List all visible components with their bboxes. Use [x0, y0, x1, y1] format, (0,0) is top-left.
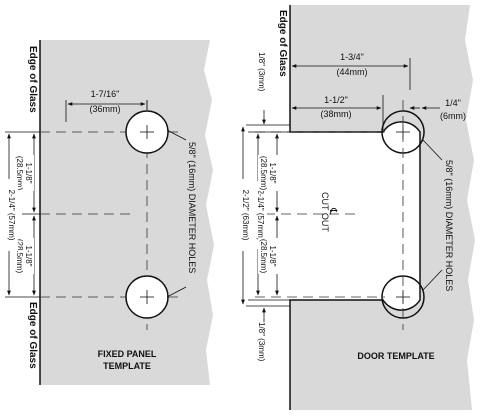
fixed-half-in: 1-1/8"	[24, 162, 33, 183]
fixed-title-line1: FIXED PANEL	[98, 349, 157, 359]
fixed-total: 2-1/4" (57mm)	[7, 190, 16, 241]
door-top-gap: 1/8" (3mm)	[257, 52, 266, 92]
fixed-panel-glass	[40, 40, 214, 385]
door-w2-mm: (38mm)	[321, 109, 352, 119]
door-cutout-outline	[289, 5, 421, 410]
door-mid: 2-1/4" (57mm)	[256, 190, 265, 241]
door-w1-in: 1-3/4"	[340, 52, 364, 62]
door-half-in: 1-1/8"	[268, 162, 277, 183]
door-w3-in: 1/4"	[445, 98, 461, 108]
door-holes-label: 5/8" (16mm) DIAMETER HOLES	[444, 160, 454, 291]
fixed-half2-mm: (28.5mm)	[15, 239, 24, 274]
door-w1-mm: (44mm)	[337, 67, 368, 77]
fixed-offset-mm: (36mm)	[90, 104, 121, 114]
door-bottom-gap: 1/8" (3mm)	[257, 322, 266, 362]
fixed-edge-bottom-label: Edge of Glass	[27, 302, 38, 369]
fixed-offset-in: 1-7/16"	[91, 89, 120, 99]
fixed-edge-top-label: Edge of Glass	[27, 46, 38, 113]
door-w2-in: 1-1/2"	[324, 95, 348, 105]
door-centerline-symbol: ℄	[327, 207, 338, 215]
fixed-half-mm: (28.5mm)	[15, 156, 24, 191]
door-edge-label: Edge of Glass	[277, 10, 288, 77]
door-cutout-label: CUT OUT	[320, 192, 330, 232]
door-half-mm: (28.5mm)	[259, 156, 268, 191]
door-half2-in: 1-1/8"	[268, 245, 277, 266]
door-w3-mm: (6mm)	[440, 111, 466, 121]
door-total: 2-1/2" (63mm)	[241, 190, 250, 241]
door-title: DOOR TEMPLATE	[357, 351, 434, 361]
fixed-half2-in: 1-1/8"	[24, 245, 33, 266]
fixed-holes-label: 5/8" (16mm) DIAMETER HOLES	[187, 142, 197, 273]
fixed-title-line2: TEMPLATE	[103, 361, 151, 371]
door-half2-mm: (28.5mm)	[259, 239, 268, 274]
